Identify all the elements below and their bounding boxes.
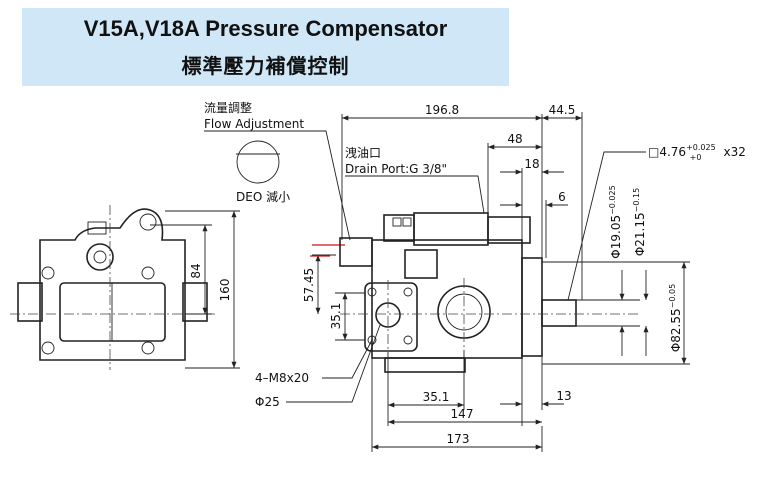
dim-shaft-19: Φ19.05−0.025 (608, 185, 623, 258)
title-english: V15A,V18A Pressure Compensator (83, 16, 448, 41)
front-view-plug-inner (93, 250, 107, 264)
dim-18: 18 (524, 157, 539, 171)
dim-48: 48 (507, 132, 522, 146)
leader-drain (345, 175, 485, 214)
side-view-base (384, 357, 466, 373)
leader-key (567, 151, 646, 301)
front-view-left-port (17, 282, 43, 322)
dim-160: 160 (218, 279, 232, 302)
dim-44-5: 44.5 (549, 103, 576, 117)
adjust-knob-symbol (236, 140, 280, 184)
front-view-bolt-bl (41, 341, 55, 355)
title-chinese: 標準壓力補償控制 (181, 54, 350, 78)
dim-35-1-v: 35.1 (329, 303, 343, 330)
leader-bore (286, 324, 381, 403)
dim-173: 173 (447, 432, 470, 446)
dim-pilot: Φ82.55−0.05 (668, 284, 683, 352)
flow-adjust-housing (339, 237, 373, 267)
drain-fitting (487, 216, 531, 244)
label-flow-adjust-cn: 流量調整 (204, 100, 252, 115)
dim-35-1-h: 35.1 (423, 390, 450, 404)
dim-57-45: 57.45 (302, 268, 316, 302)
dim-147: 147 (451, 407, 474, 421)
label-bolt: 4–M8x20 (255, 371, 309, 385)
front-view: 84 160 (10, 205, 240, 370)
label-drain-cn: 洩油口 (345, 146, 381, 160)
dim-shaft-21: Φ21.15−0.15 (632, 188, 647, 256)
front-view-bolt-top (139, 213, 157, 231)
front-view-plug-outer (86, 243, 114, 271)
title-banner: V15A,V18A Pressure Compensator 標準壓力補償控制 (22, 8, 509, 86)
mount-flange (521, 257, 543, 357)
front-view-body (39, 208, 186, 361)
front-view-center-block (59, 282, 166, 342)
leader-bolt (322, 339, 373, 379)
dim-13: 13 (556, 389, 571, 403)
front-view-bolt-tr (141, 266, 155, 280)
compensator-cap (383, 214, 415, 242)
front-view-right-port (182, 282, 208, 322)
front-view-bolt-br (141, 341, 155, 355)
side-view (312, 212, 640, 373)
shaft (541, 299, 577, 327)
label-drain-en: Drain Port:G 3/8" (345, 162, 447, 176)
side-view-valve-block (404, 249, 438, 279)
label-flow-adjust-en: Flow Adjustment (204, 117, 304, 131)
port-flange (364, 282, 418, 352)
front-view-top-boss (87, 221, 107, 235)
dim-196-8: 196.8 (425, 103, 459, 117)
label-deo: DEO 減小 (236, 189, 290, 204)
leader-flow-adjust (204, 130, 351, 241)
label-bore: Φ25 (255, 395, 280, 409)
dim-6: 6 (558, 190, 566, 204)
dim-84: 84 (189, 263, 203, 278)
side-view-body (371, 239, 523, 359)
front-view-bolt-tl (41, 266, 55, 280)
